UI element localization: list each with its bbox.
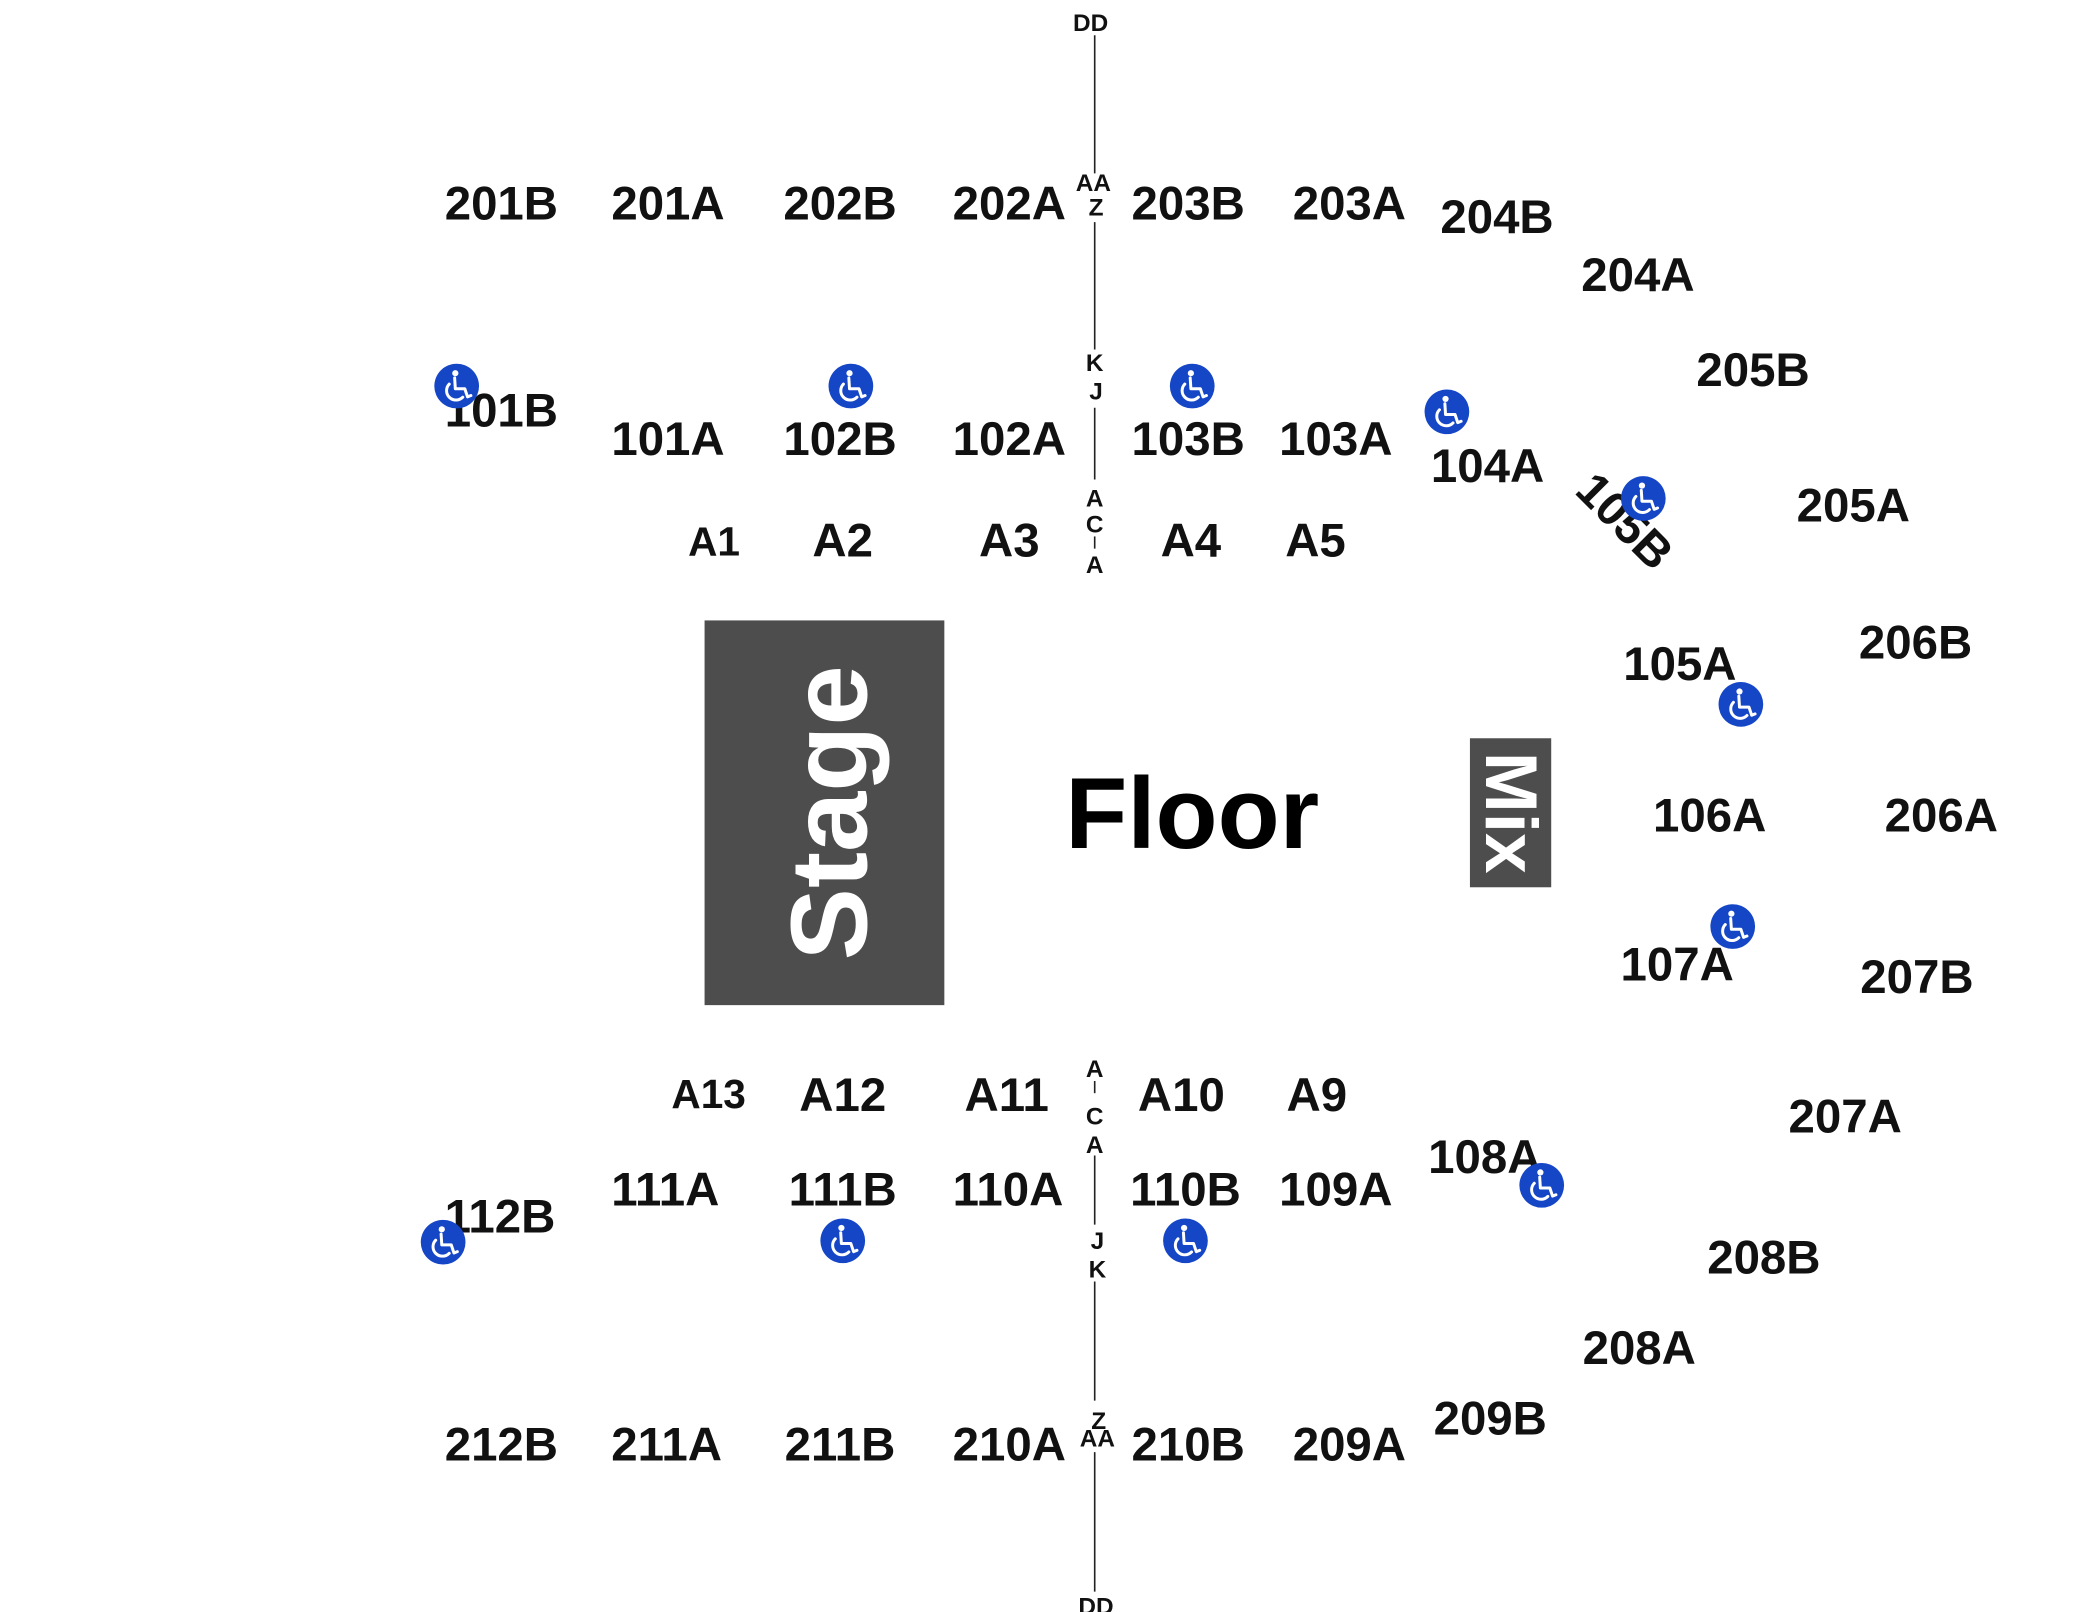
row-marker: A: [1086, 552, 1104, 579]
row-markers-top: DD AA Z K J A C A: [1073, 10, 1111, 579]
stage-label: Stage: [769, 665, 890, 960]
wheelchair-icon[interactable]: [827, 362, 875, 410]
floor-sections: A1 A2 A3 A4 A5 A13 A12 A11 A10 A9: [671, 515, 1347, 1122]
section-A13[interactable]: A13: [671, 1071, 746, 1117]
row-marker: DD: [1078, 1594, 1113, 1612]
lower-level-sections: 101B 101A 102B 102A 103B 103A 104A 105B …: [445, 385, 1767, 1244]
section-210A[interactable]: 210A: [953, 1418, 1066, 1471]
section-102B[interactable]: 102B: [783, 413, 896, 466]
row-marker: J: [1089, 379, 1103, 406]
row-marker: K: [1089, 1256, 1107, 1283]
section-205A[interactable]: 205A: [1797, 480, 1910, 533]
section-205B[interactable]: 205B: [1696, 344, 1809, 397]
section-204B[interactable]: 204B: [1440, 191, 1553, 244]
section-209B[interactable]: 209B: [1434, 1393, 1547, 1446]
section-211A[interactable]: 211A: [611, 1418, 722, 1471]
row-marker: A: [1086, 1056, 1104, 1083]
row-marker: C: [1086, 1103, 1104, 1130]
section-209A[interactable]: 209A: [1293, 1418, 1406, 1471]
upper-level-sections: 201B 201A 202B 202A 203B 203A 204B 204A …: [445, 177, 1998, 1471]
section-109A[interactable]: 109A: [1279, 1164, 1392, 1217]
wheelchair-icon[interactable]: [818, 1216, 867, 1265]
section-103A[interactable]: 103A: [1279, 413, 1392, 466]
section-207B[interactable]: 207B: [1860, 951, 1973, 1004]
section-105B[interactable]: 105B: [1566, 463, 1684, 581]
section-103B[interactable]: 103B: [1131, 413, 1244, 466]
section-A10[interactable]: A10: [1138, 1069, 1225, 1122]
wheelchair-icon[interactable]: [419, 1218, 467, 1267]
wheelchair-icon[interactable]: [1423, 387, 1471, 436]
section-102A[interactable]: 102A: [953, 413, 1066, 466]
section-105A[interactable]: 105A: [1623, 638, 1736, 691]
row-markers-bottom: A C A J K Z AA DD: [1078, 1056, 1115, 1612]
wheelchair-icon[interactable]: [1708, 902, 1757, 951]
section-208B[interactable]: 208B: [1707, 1231, 1820, 1284]
row-marker: C: [1086, 511, 1104, 538]
wheelchair-icon[interactable]: [432, 362, 481, 410]
section-106A[interactable]: 106A: [1653, 790, 1766, 843]
section-204A[interactable]: 204A: [1581, 249, 1694, 302]
wheelchair-icon[interactable]: [1168, 362, 1217, 410]
section-A1[interactable]: A1: [688, 518, 740, 564]
mix-block: [1469, 738, 1552, 888]
section-211B[interactable]: 211B: [785, 1418, 896, 1471]
section-202B[interactable]: 202B: [783, 177, 896, 230]
section-110A[interactable]: 110A: [953, 1164, 1064, 1217]
mix-label: Mix: [1470, 752, 1551, 874]
section-203A[interactable]: 203A: [1293, 177, 1406, 230]
section-107A[interactable]: 107A: [1621, 939, 1734, 992]
section-101A[interactable]: 101A: [611, 413, 724, 466]
section-208A[interactable]: 208A: [1583, 1322, 1696, 1375]
section-210B[interactable]: 210B: [1131, 1418, 1244, 1471]
section-201B[interactable]: 201B: [445, 177, 558, 230]
row-marker: Z: [1089, 194, 1104, 221]
row-marker: A: [1086, 486, 1104, 513]
floor-label[interactable]: Floor: [1065, 756, 1319, 870]
section-A5[interactable]: A5: [1285, 515, 1346, 568]
wheelchair-icon[interactable]: [1161, 1216, 1210, 1265]
row-marker: K: [1086, 350, 1104, 377]
stage-block[interactable]: [704, 620, 945, 1006]
section-A3[interactable]: A3: [979, 515, 1040, 568]
row-marker: J: [1091, 1228, 1105, 1255]
section-104A[interactable]: 104A: [1431, 440, 1544, 493]
section-203B[interactable]: 203B: [1131, 177, 1244, 230]
section-202A[interactable]: 202A: [953, 177, 1066, 230]
row-marker: AA: [1080, 1426, 1115, 1453]
wheelchair-icon[interactable]: [1517, 1161, 1566, 1210]
wheelchair-icon[interactable]: [1619, 474, 1668, 523]
section-206B[interactable]: 206B: [1859, 616, 1972, 669]
section-A9[interactable]: A9: [1287, 1069, 1348, 1122]
section-A12[interactable]: A12: [799, 1069, 886, 1122]
section-207A[interactable]: 207A: [1788, 1090, 1901, 1143]
row-marker: DD: [1073, 10, 1108, 37]
section-A2[interactable]: A2: [812, 515, 873, 568]
section-A4[interactable]: A4: [1161, 515, 1222, 568]
section-A11[interactable]: A11: [964, 1069, 1048, 1122]
section-110B[interactable]: 110B: [1130, 1164, 1241, 1217]
wheelchair-icon[interactable]: [1717, 680, 1765, 729]
section-212B[interactable]: 212B: [445, 1418, 558, 1471]
section-111A[interactable]: 111A: [611, 1164, 719, 1217]
row-marker: A: [1086, 1132, 1104, 1159]
section-201A[interactable]: 201A: [611, 177, 724, 230]
section-111B[interactable]: 111B: [789, 1164, 897, 1217]
row-marker: Z: [1091, 1408, 1106, 1435]
section-206A[interactable]: 206A: [1885, 790, 1998, 843]
row-marker: AA: [1076, 170, 1111, 197]
